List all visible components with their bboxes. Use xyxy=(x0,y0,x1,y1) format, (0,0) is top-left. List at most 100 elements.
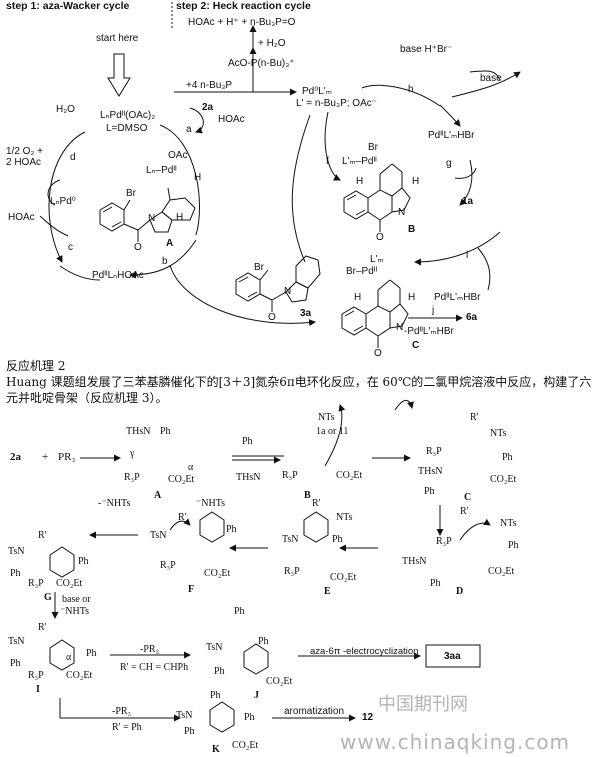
G-tsn: TsN xyxy=(8,546,25,557)
label-K: K xyxy=(212,744,220,755)
step-h: h xyxy=(408,84,414,95)
watermark-cn: 中国期刊网 xyxy=(378,694,468,715)
C-ph: Ph xyxy=(502,452,513,463)
D-thsn: THsN xyxy=(402,556,427,567)
br-pd-C: Br–Pdᴵᴵ xyxy=(346,266,378,277)
bottom-pr3: PR₃ xyxy=(58,451,76,463)
nitrogen-B: N xyxy=(398,207,406,218)
bromine-A: Br xyxy=(126,188,136,199)
K-co2et: CO₂Et xyxy=(232,740,259,751)
pd0-species: Pd⁰L'ₘ xyxy=(302,86,332,97)
pd-lm-B: L'ₘ–Pdᴵᴵ xyxy=(342,156,377,167)
C-nts: NTs xyxy=(490,428,507,439)
A-co2et: CO₂Et xyxy=(168,474,195,485)
G-co2et: CO₂Et xyxy=(56,578,83,589)
substrate-2a: 2a xyxy=(202,102,214,113)
G-r3p: R₃P xyxy=(28,578,44,589)
oac-ligand: OAc xyxy=(168,150,188,161)
oxygen-A: O xyxy=(134,242,142,253)
K-minus-pr3: -PR₃ xyxy=(112,706,132,717)
product-12: 12 xyxy=(362,712,374,723)
label-C-bottom: C xyxy=(464,492,472,503)
base-or-label: base or xyxy=(62,594,91,605)
F-rprime: R' xyxy=(178,512,187,523)
ldmso-label: L=DMSO xyxy=(106,123,148,134)
label-G: G xyxy=(44,592,52,603)
h-atom-C2: H xyxy=(408,292,416,303)
B-co2et: CO₂Et xyxy=(336,470,363,481)
D-nts: NTs xyxy=(500,518,517,529)
C-r3p: R₃P xyxy=(426,446,442,457)
bromine-B: Br xyxy=(368,142,378,153)
D-ph2: Ph xyxy=(430,578,441,589)
hoac-release-a: HOAc xyxy=(218,114,245,125)
step-c: c xyxy=(68,242,73,253)
D-co2et: CO₂Et xyxy=(488,566,515,577)
B-r3p: R₃P xyxy=(282,470,298,481)
A-gamma: γ xyxy=(130,448,135,459)
C-rprime: R' xyxy=(470,412,479,423)
E-r3p: R₃P xyxy=(284,566,300,577)
oxygen-C: O xyxy=(374,348,382,359)
label-B-bottom: B xyxy=(304,490,311,501)
J-tsn: TsN xyxy=(206,642,223,653)
E-co2et: CO₂Et xyxy=(330,572,357,583)
step-f: f xyxy=(326,156,329,167)
bromine-3a: Br xyxy=(254,262,264,273)
K-ph: Ph xyxy=(210,690,221,701)
A-ph: Ph xyxy=(160,426,171,437)
G-ph: Ph xyxy=(78,556,89,567)
step-a: a xyxy=(186,124,192,135)
pd-oac2-catalyst: LₙPdᴵᴵ(OAc)₂ xyxy=(100,110,156,121)
label-F: F xyxy=(188,584,195,595)
h-atom-B1: H xyxy=(356,176,364,187)
ligand-definition: L' = n-Bu₃P; OAc⁻ xyxy=(296,98,378,109)
aza-electrocyclization-label: aza-6π -electrocyclization xyxy=(310,646,419,657)
I-co2et: CO₂Et xyxy=(66,670,93,681)
body-paragraph: Huang 课题组发展了三苯基膦催化下的[3＋3]氮杂6π电环化反应，在 60℃… xyxy=(6,375,592,405)
base-hbr-label: base H⁺Br⁻ xyxy=(400,44,453,55)
water-plus-label: + H₂O xyxy=(258,38,286,49)
J-ph3: Ph xyxy=(258,636,269,647)
watermark-url: www.chinaqking.com xyxy=(340,730,571,754)
product-3aa: 3aa xyxy=(444,651,461,662)
reagent-nBu3P: +4 n-Bu₃P xyxy=(186,80,233,91)
step-j: j xyxy=(432,305,435,316)
D-rprime: R' xyxy=(460,506,469,517)
h-atom-A: H xyxy=(194,172,202,183)
nitrogen-C: N xyxy=(396,322,404,333)
nitrogen-3a: N xyxy=(284,286,292,297)
hoac-label-c: HOAc xyxy=(8,212,35,223)
step2-title: step 2: Heck reaction cycle xyxy=(176,0,311,12)
E-ph: Ph xyxy=(332,534,343,545)
nhts-label: ⁻NHTs xyxy=(60,606,90,617)
oxygen-3a: O xyxy=(268,312,276,323)
step-d: d xyxy=(70,152,76,163)
D-r3p: R₃P xyxy=(436,536,452,547)
F-tsn: TsN xyxy=(150,530,167,541)
substrate-1a: 1a xyxy=(462,196,474,207)
J-minus-pr3: -PR₃ xyxy=(140,644,160,655)
D-ph: Ph xyxy=(508,540,519,551)
I-ph2: Ph xyxy=(10,658,21,669)
C-co2et: CO₂Et xyxy=(490,474,517,485)
I-ph: Ph xyxy=(86,648,97,659)
B-ph: Ph xyxy=(242,436,253,447)
nitrogen-A: N xyxy=(148,213,156,224)
product-6a: 6a xyxy=(466,312,478,323)
K-tsn: TsN xyxy=(176,710,193,721)
E-nts: NTs xyxy=(336,512,353,523)
label-3a: 3a xyxy=(300,308,312,319)
G-rprime: R' xyxy=(38,530,47,541)
F-ph: Ph xyxy=(226,524,237,535)
h-atom-B2: H xyxy=(412,176,420,187)
I-rprime: R' xyxy=(38,622,47,633)
J-condition: R' = CH = CHPh xyxy=(120,662,189,673)
mechanism-heading: 反应机理 2 xyxy=(6,359,66,373)
pd0-ln-species: LₙPd⁰ xyxy=(50,196,76,207)
aromatization-label: aromatization xyxy=(284,706,345,717)
K-ph3: Ph xyxy=(244,712,255,723)
I-r3p: R₃P xyxy=(28,670,44,681)
oxygen-label: 1/2 O₂ + xyxy=(6,146,43,157)
